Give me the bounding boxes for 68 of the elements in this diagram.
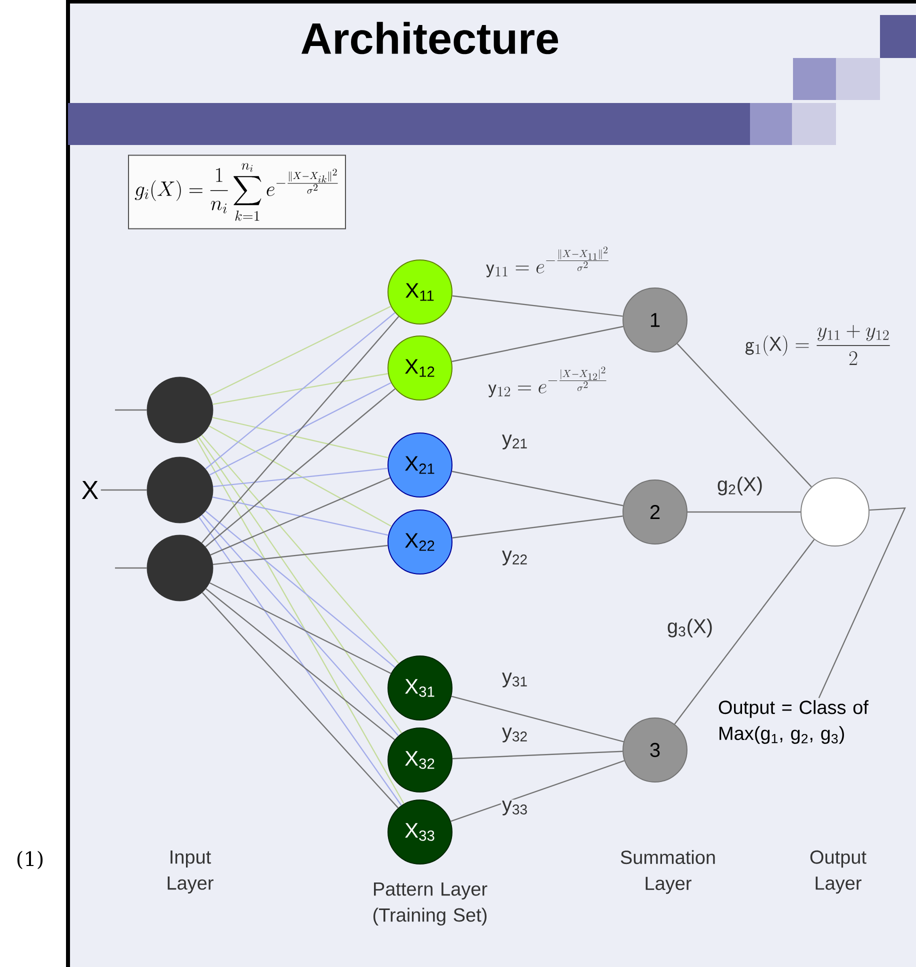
connector [100,489,147,491]
pattern-neuron: X$_{21}$ [388,432,452,498]
connector [452,516,623,538]
slide-title: Architecture [302,22,558,54]
connector [209,382,392,476]
connector [115,567,147,569]
input-neuron [146,534,214,602]
edge-label: y$_{32}$ [500,726,530,744]
pattern-neuron: X$_{32}$ [388,728,452,792]
edge-label: y$_{21}$ [500,434,530,450]
edge-label: y$_{33}$ [500,800,530,816]
connector [212,496,388,536]
pattern-neuron: X$_{31}$ [388,656,452,720]
connector [818,507,906,698]
connector [202,592,399,808]
edge-label: g$_{3}$(X) [666,618,714,638]
connector [115,409,147,411]
connector [676,343,812,488]
layer-label: Input Layer [168,850,214,894]
connector [209,582,392,674]
connector [198,516,402,806]
connector [452,295,623,317]
connector [205,312,396,470]
pattern-neuron: X$_{11}$ [388,260,452,324]
connector [205,388,396,548]
pattern-neuron: X$_{12}$ [388,336,452,400]
formula-box: $g_i(X)=\frac{1}{n_i}\sum_{k=1}^{n_i} e^{-\frac{\|X-X_{ik}\|^2}{\sigma^2}}$ [128,154,346,230]
connector [212,544,388,566]
connector [212,416,388,458]
connector [674,539,815,724]
edge-label: y$_{31}$ [500,672,530,688]
connector [201,434,400,664]
connector [206,588,395,740]
input-label: X [82,481,98,499]
summation-neuron: 1 [622,288,688,352]
connector [451,696,624,742]
output-neuron [800,478,870,546]
layer-label: Output Layer [810,850,866,894]
pattern-neuron: X$_{22}$ [388,510,452,574]
figure-number: (1) [17,850,43,870]
edge-label: $\mathsf{y}_{11} = e^{-\frac{\|X-X_{11}\|^2}{\sigma^2}}$ [484,246,612,278]
connector [196,438,404,804]
summation-neuron: 3 [622,718,688,782]
connector [688,511,800,513]
edge-label: $\mathsf{y}_{12} = e^{-\frac{|X-X_{12}|^2}{\sigma^2}}$ [487,366,609,398]
connector [210,477,390,556]
edge-label: y$_{22}$ [500,550,530,566]
summation-neuron: 2 [622,480,688,544]
connector [452,750,623,760]
edge-label: $\mathsf{g}_1(\mathsf{X}) = \frac{y_{11}+y_{12}}{2}$ [744,324,892,366]
connector [202,514,399,736]
output-text: Output = Class of Max(g$_{1}$, g$_{2}$, g$_{3}$) [718,700,868,744]
input-neuron [146,456,214,524]
connector [208,425,392,527]
layer-label: Summation Layer [620,850,715,894]
connector [210,306,392,396]
connector [205,510,396,668]
connector [452,326,624,362]
edge-label: g$_{2}$(X) [716,476,764,496]
input-neuron [146,376,214,444]
connector [198,437,402,734]
connector [452,470,624,506]
layer-label: Pattern Layer (Training Set) [373,882,488,926]
pattern-neuron: X$_{33}$ [388,800,452,864]
connector [201,316,400,544]
connector [212,373,388,405]
connector [212,468,388,488]
connector [450,760,625,822]
